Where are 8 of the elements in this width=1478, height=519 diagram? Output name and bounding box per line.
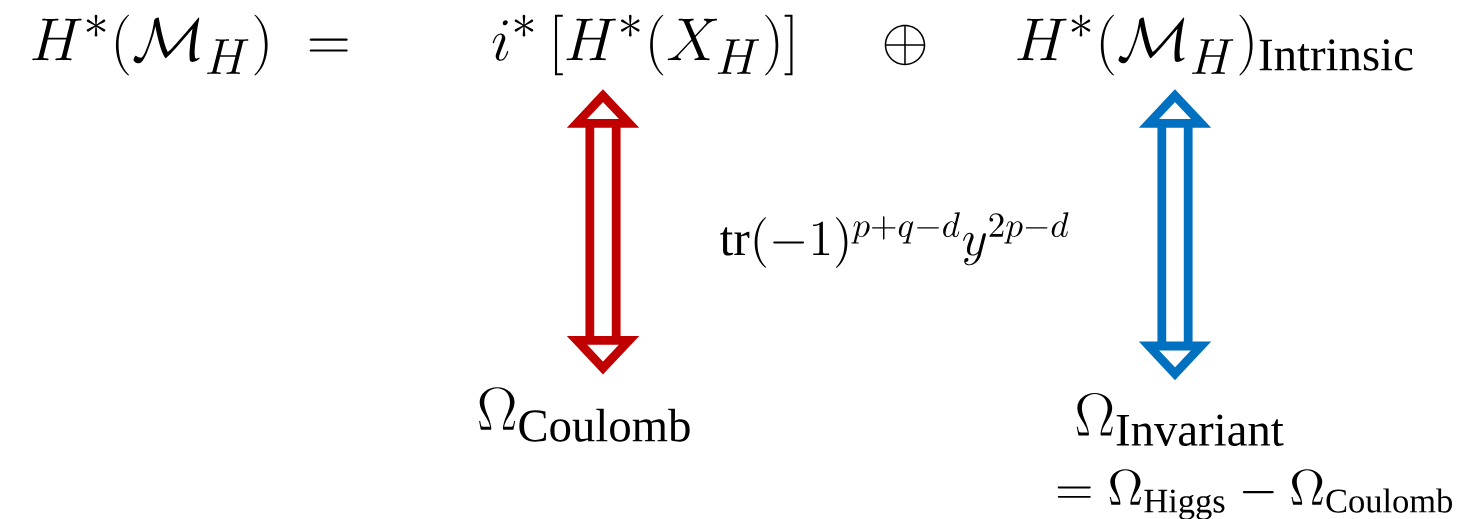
formula: $H^*(\mathcal{M}_H)_{\mathrm{Intrinsic}}$	[1017, 14, 1413, 76]
formula: $\mathrm{tr}(-1)^{p+q-d} y^{2p-d}$	[720, 212, 1069, 268]
formula: $\Omega_{\mathrm{Invariant}}$	[1076, 393, 1284, 446]
formula: $\Omega_{\mathrm{Coulomb}}$	[479, 387, 690, 442]
formula: $H^*(\mathcal{M}_H) \;=$	[32, 14, 348, 76]
plus-sign: $\oplus$	[884, 24, 926, 66]
formula: $i^*\left[H^*(X_H)\right]$	[492, 14, 793, 76]
formula: $= \Omega_{\mathrm{Higgs}} - \Omega_{\mathrm{Coulomb}}$	[1057, 469, 1452, 519]
